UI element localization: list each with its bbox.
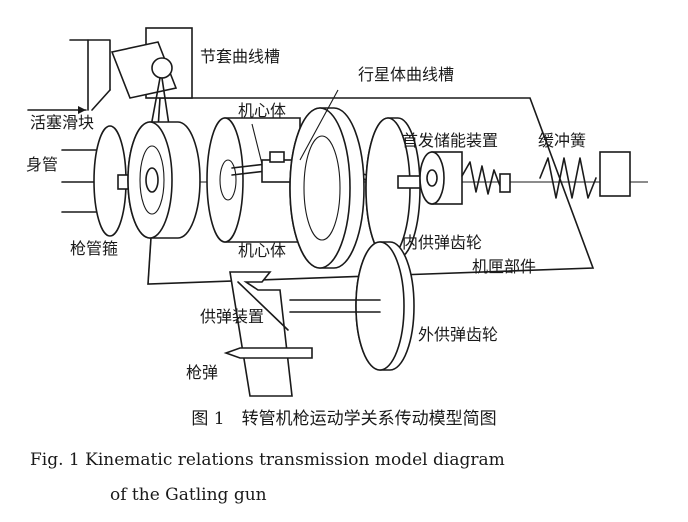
barrel-assembly — [61, 125, 149, 237]
label-planet-groove: 行星体曲线槽 — [358, 65, 454, 84]
leader-lines — [251, 89, 339, 165]
label-inner-feed-gear: 内供弹齿轮 — [402, 233, 482, 252]
label-jietao-groove: 节套曲线槽 — [200, 47, 280, 66]
label-receiver-parts: 机匣部件 — [472, 257, 536, 276]
caption-en-line2: of the Gatling gun — [110, 485, 267, 505]
label-bolt-body-bottom: 机心体 — [238, 241, 286, 260]
cartridge — [223, 347, 313, 359]
energy-storage-cylinder — [419, 151, 463, 205]
small-spring — [461, 161, 501, 195]
label-first-fire-storage: 首发储能装置 — [402, 131, 498, 150]
caption-en-line1: Fig. 1 Kinematic relations transmission … — [30, 450, 505, 470]
label-barrel-clamp: 枪管箍 — [70, 239, 118, 258]
buffer-spring-end — [599, 151, 631, 197]
label-feed-device: 供弹装置 — [200, 307, 264, 326]
piston-arrow — [27, 106, 87, 114]
inner-feed-gear-disc — [365, 117, 421, 259]
buffer-spring — [539, 157, 597, 199]
barrel-clamp-disc — [127, 121, 201, 239]
label-bolt-body-top: 机心体 — [238, 101, 286, 120]
label-buffer-spring: 缓冲簧 — [538, 131, 586, 150]
label-piston-slider: 活塞滑块 — [30, 113, 94, 132]
planet-disc — [289, 107, 365, 269]
labels: 节套曲线槽 行星体曲线槽 活塞滑块 机心体 首发储能装置 缓冲簧 身管 枪管箍 … — [26, 47, 586, 382]
figure-caption: 图 1 转管机枪运动学关系传动模型简图 Fig. 1 Kinematic rel… — [30, 409, 505, 505]
outer-feed-gear — [289, 241, 415, 371]
caption-zh: 图 1 转管机枪运动学关系传动模型简图 — [191, 409, 496, 429]
label-cartridge: 枪弹 — [186, 363, 218, 382]
feed-device — [229, 271, 293, 397]
label-barrel: 身管 — [26, 155, 58, 174]
small-spring-stop — [499, 173, 511, 193]
label-outer-feed-gear: 外供弹齿轮 — [418, 325, 498, 344]
cam-groove-assembly — [69, 27, 193, 133]
